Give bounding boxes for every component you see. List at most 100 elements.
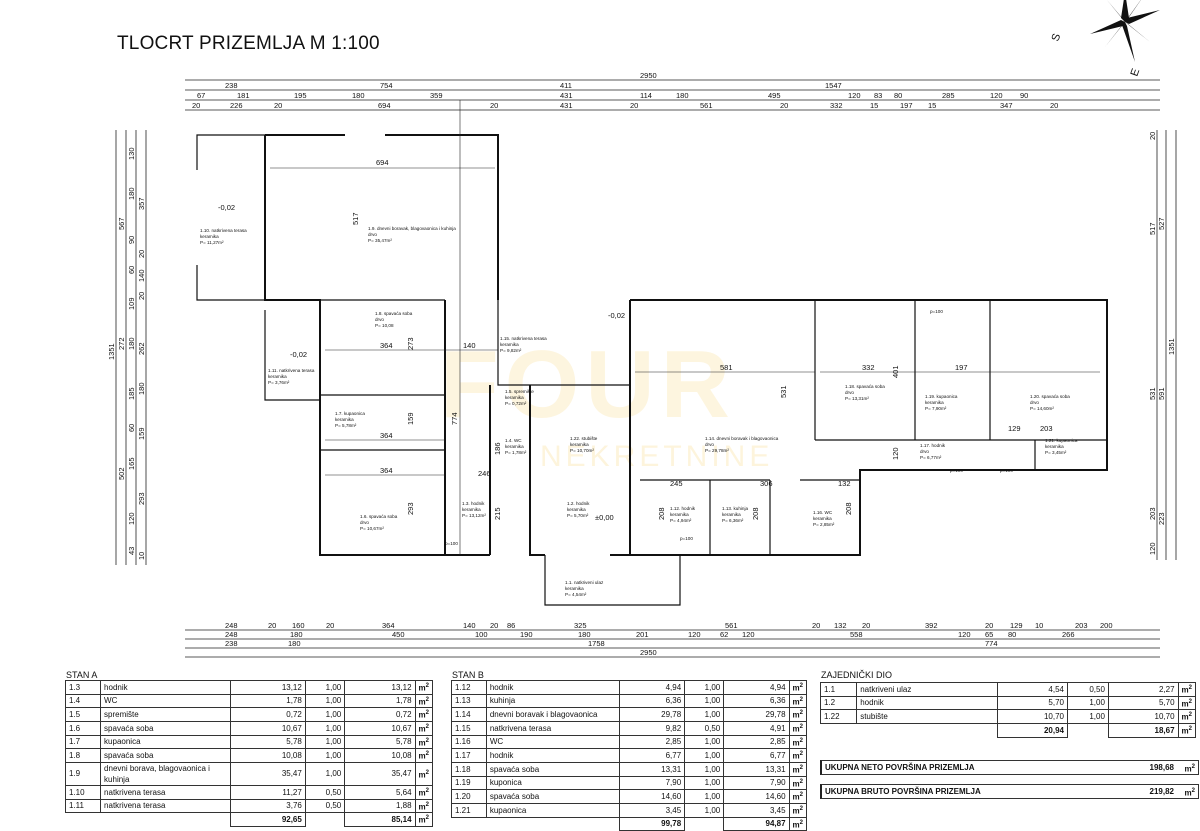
total-area: 92,65 [230, 812, 306, 827]
room-number: 1.13 [451, 693, 487, 709]
dim-right: 203 [1148, 507, 1157, 520]
dim-left-overall: 1351 [107, 343, 116, 360]
room-area: 10,08 [230, 748, 306, 763]
room-label-floor: keramika [462, 507, 481, 512]
room-net-area: 14,60 [723, 789, 790, 804]
inner-dim: 215 [493, 507, 502, 520]
dim-right: 120 [1148, 542, 1157, 555]
dim-top: 431 [560, 101, 573, 110]
unit-cell: m2 [415, 761, 434, 786]
room-label-area: P= 3,45m² [1045, 450, 1067, 455]
dim-left: 120 [127, 512, 136, 525]
dim-bottom: 180 [290, 630, 303, 639]
room-label-name: 1.2. hodnik [567, 501, 590, 506]
room-coefficient: 1,00 [304, 734, 346, 750]
dim-bottom: 65 [985, 630, 993, 639]
dim-bottom: 266 [1062, 630, 1075, 639]
room-name: hodnik [485, 680, 620, 695]
unit-cell: m2 [415, 812, 434, 827]
right-dimension-texts: 517 531 203 120 20 527 591 223 1351 [1148, 132, 1176, 555]
room-area: 5,70 [997, 695, 1068, 711]
room-coefficient: 1,00 [304, 707, 346, 722]
unit-cell: m2 [789, 720, 808, 736]
dim-top: 347 [1000, 101, 1013, 110]
dim-top: 180 [352, 91, 365, 100]
dim-top: 431 [560, 91, 573, 100]
room-net-area: 1,88 [344, 798, 416, 814]
room-area: 5,78 [230, 734, 306, 750]
room-label-floor: drvo [920, 449, 929, 454]
room-area: 3,45 [618, 802, 686, 818]
level-terrace: -0,02 [608, 311, 625, 320]
inner-dim: 306 [760, 479, 773, 488]
left-dimension-lines [115, 130, 147, 565]
dim-top: 226 [230, 101, 243, 110]
dim-bottom: 20 [490, 621, 498, 630]
room-label-name: 1.16. WC [813, 510, 833, 515]
room-label-area: P= 35,47m² [368, 238, 392, 243]
room-coefficient: 1,00 [1067, 695, 1109, 711]
room-label-name: 1.19. kupaonica [925, 394, 958, 399]
dim-bottom: 10 [1035, 621, 1043, 630]
room-area: 9,82 [618, 720, 686, 736]
right-dimension-lines [1156, 130, 1177, 560]
unit-cell: m2 [789, 775, 808, 791]
room-coefficient: 0,50 [1067, 682, 1109, 697]
dim-left: 43 [127, 547, 136, 555]
room-number: 1.7 [64, 734, 102, 750]
dim-bottom: 561 [725, 621, 738, 630]
room-area: 13,31 [618, 761, 686, 777]
room-net-area: 5,64 [344, 784, 416, 800]
inner-dim: 197 [955, 363, 968, 372]
inner-dim: 774 [450, 412, 459, 425]
dim-left: 262 [137, 342, 146, 355]
room-label-area: P= 10,67m² [360, 526, 384, 531]
dim-left: 272 [117, 337, 126, 350]
room-name: spavaća soba [100, 748, 232, 763]
dim-top: 83 [874, 91, 882, 100]
dim-top: 359 [430, 91, 443, 100]
door-mark: p=100 [1000, 468, 1013, 473]
dim-top: 332 [830, 101, 843, 110]
room-label-floor: keramika [670, 512, 689, 517]
room-coefficient: 1,00 [684, 802, 725, 818]
dim-top: 197 [900, 101, 913, 110]
unit-cell: m2 [415, 680, 434, 695]
dim-top: 20 [630, 101, 638, 110]
total-neto-box: UKUPNA NETO POVRŠINA PRIZEMLJA 198,68 m2 [820, 760, 1199, 775]
dim-left: 20 [137, 292, 146, 300]
inner-dim: 208 [751, 507, 760, 520]
dim-left: 357 [137, 197, 146, 210]
room-label-area: P= 1,78m² [505, 450, 527, 455]
room-number: 1.6 [64, 720, 102, 736]
room-net-area: 0,72 [344, 707, 416, 722]
room-number: 1.16 [451, 734, 487, 750]
room-label-floor: keramika [268, 374, 287, 379]
room-name: stubište [856, 709, 999, 724]
dim-left: 185 [127, 387, 136, 400]
room-net-area: 6,77 [723, 748, 790, 763]
total-net-area: 85,14 [344, 812, 416, 827]
room-label-name: 1.17. hodnik [920, 443, 946, 448]
room-net-area: 4,91 [723, 720, 790, 736]
inner-dim: 203 [1040, 424, 1053, 433]
room-number: 1.2 [819, 695, 858, 711]
dim-top: 411 [560, 81, 572, 90]
door-mark: p=100 [950, 468, 963, 473]
unit-cell: m2 [415, 798, 434, 814]
room-label-area: P= 4,54m² [565, 592, 587, 597]
dim-top: 15 [928, 101, 936, 110]
room-name: dnevni borava, blagovaonica i kuhinja [100, 761, 232, 786]
room-coefficient: 1,00 [304, 720, 346, 736]
room-net-area: 10,67 [344, 720, 416, 736]
dim-bottom: 201 [636, 630, 649, 639]
room-label-floor: drvo [1030, 400, 1039, 405]
room-number: 1.21 [451, 802, 487, 818]
